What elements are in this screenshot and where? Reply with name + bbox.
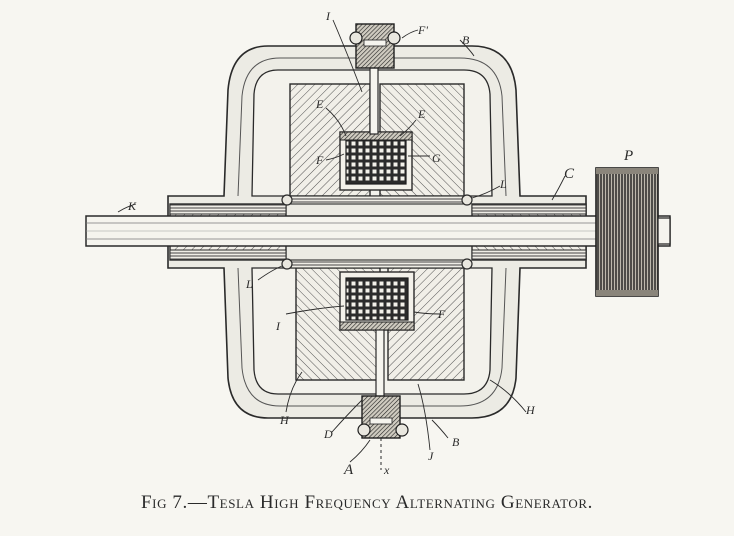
label-D: D [323, 427, 333, 441]
label-I-top: I [325, 9, 331, 23]
label-F-top: F [315, 153, 324, 167]
top-terminal [349, 23, 401, 69]
bottom-terminal [357, 395, 409, 470]
leader-lines [117, 19, 566, 463]
label-B-bottom: B [452, 435, 460, 449]
shaft [85, 215, 671, 247]
label-C: C [564, 166, 575, 182]
label-L-top: L [499, 177, 507, 191]
label-I-bottom: I [275, 319, 281, 333]
label-A: A [343, 462, 354, 478]
pulley [595, 167, 671, 297]
armature-rods [281, 194, 473, 270]
label-J: J [428, 449, 434, 463]
label-E-left: E [315, 97, 324, 111]
label-F-prime: F' [417, 23, 428, 37]
label-K: K [127, 199, 137, 213]
label-G: G [432, 151, 441, 165]
label-H-right: H [525, 403, 536, 417]
figure-caption: Fig 7.—Tesla High Frequency Alternating … [140, 492, 594, 513]
field-lower [295, 267, 465, 381]
label-E-right: E [417, 107, 426, 121]
label-P: P [623, 148, 633, 164]
label-B-top: B [462, 33, 470, 47]
label-x: x [383, 463, 390, 477]
label-F-bottom: F [437, 307, 446, 321]
label-L-bottom: L [245, 277, 253, 291]
label-H-left: H [279, 413, 290, 427]
